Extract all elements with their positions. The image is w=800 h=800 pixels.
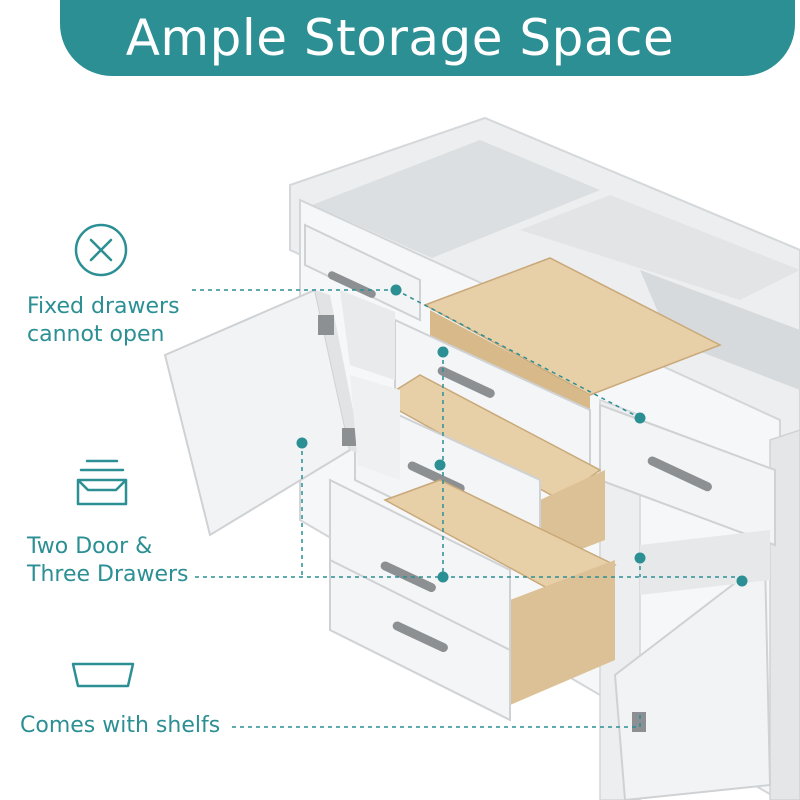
feature-label-fixed-drawers-line2: cannot open — [27, 322, 165, 347]
fixed-drawer-left — [304, 223, 421, 322]
callout-dot — [437, 571, 449, 583]
callout-dot — [736, 575, 748, 587]
callout-dot — [434, 459, 446, 471]
page-title: Ample Storage Space — [125, 9, 675, 67]
stacked-trays-icon — [76, 459, 128, 506]
door-left-open — [163, 288, 400, 537]
callout-dot — [634, 412, 646, 424]
feature-label-fixed-drawers-line1: Fixed drawers — [27, 294, 180, 319]
header-banner-background — [60, 0, 795, 76]
feature-label-shelves: Comes with shelfs — [20, 713, 221, 738]
fixed-drawer-right — [599, 403, 776, 547]
feature-label-doors-drawers-line1: Two Door & — [27, 534, 153, 559]
callout-dot — [390, 284, 402, 296]
shelf-tray-icon — [71, 662, 135, 688]
close-circle-icon — [74, 223, 128, 277]
drawer-lower-open — [329, 478, 617, 722]
callout-dot — [634, 552, 646, 564]
feature-label-doors-drawers-line2: Three Drawers — [27, 562, 189, 587]
callout-dot — [296, 437, 308, 449]
header-banner: Ample Storage Space — [0, 0, 800, 78]
callout-dot — [437, 346, 449, 358]
callout-dots — [296, 284, 748, 587]
